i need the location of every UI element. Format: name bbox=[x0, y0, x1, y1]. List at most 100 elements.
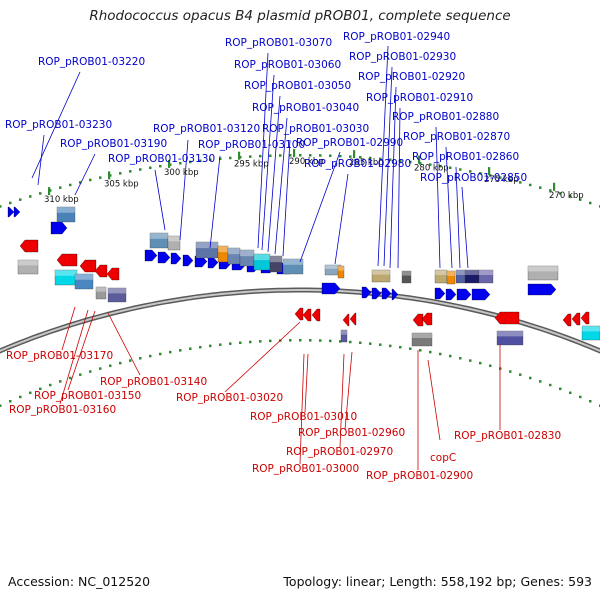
inner-scale-dots bbox=[9, 399, 12, 403]
inner-scale-dots bbox=[289, 339, 292, 342]
forward-label-leader bbox=[383, 66, 393, 267]
inner-scale-dots bbox=[569, 391, 572, 395]
forward-gene-label: ROP_pROB01-03120 bbox=[153, 123, 260, 135]
gene-feature-box-shine bbox=[108, 288, 126, 294]
inner-scale-dots bbox=[0, 404, 2, 407]
forward-gene-label: ROP_pROB01-03230 bbox=[5, 119, 112, 131]
gene-feature-box bbox=[95, 286, 107, 300]
forward-label-leader bbox=[74, 153, 96, 196]
inner-scale-dots bbox=[419, 349, 422, 352]
outer-scale-dots bbox=[289, 154, 292, 157]
gene-feature-box bbox=[527, 265, 559, 281]
inner-scale-dots bbox=[349, 340, 352, 344]
outer-scale-dots bbox=[479, 172, 482, 175]
gene-feature-box-shine bbox=[57, 207, 75, 213]
forward-label-leader bbox=[299, 151, 341, 263]
scale-tick-label: 290 kbp bbox=[289, 157, 324, 167]
forward-label-leader bbox=[179, 139, 189, 241]
outer-scale-dots bbox=[489, 174, 492, 177]
inner-scale-dots bbox=[529, 376, 532, 380]
outer-scale-dots bbox=[309, 154, 312, 157]
outer-scale-dots bbox=[269, 154, 272, 157]
outer-scale-dots bbox=[339, 154, 342, 158]
gene-feature-box-shine bbox=[283, 259, 303, 265]
inner-scale-dots bbox=[179, 349, 182, 352]
reverse-gene-label: copC bbox=[430, 452, 456, 464]
inner-scale-dots bbox=[49, 383, 52, 387]
reverse-gene-arrow bbox=[421, 312, 433, 326]
forward-gene-label: ROP_pROB01-02880 bbox=[392, 111, 499, 123]
forward-label-leader bbox=[377, 45, 389, 267]
forward-gene-arrow bbox=[456, 288, 472, 301]
outer-scale-dots bbox=[319, 154, 322, 157]
gene-feature-box-shine bbox=[254, 254, 270, 261]
inner-scale-dots bbox=[139, 357, 142, 360]
forward-label-leader bbox=[261, 74, 275, 251]
reverse-gene-arrow bbox=[106, 267, 120, 281]
topology-summary: Topology: linear; Length: 558,192 bp; Ge… bbox=[283, 574, 592, 589]
outer-scale-dots bbox=[359, 155, 362, 159]
outer-scale-dots bbox=[299, 154, 302, 157]
forward-gene-label: ROP_pROB01-03030 bbox=[262, 123, 369, 135]
outer-scale-dots bbox=[209, 158, 212, 161]
reverse-label-leader bbox=[224, 321, 301, 393]
outer-scale-dots bbox=[569, 195, 572, 198]
forward-label-leader bbox=[455, 166, 461, 269]
inner-scale-dots bbox=[119, 361, 122, 365]
outer-scale-dots bbox=[409, 160, 412, 164]
outer-scale-dots bbox=[449, 166, 452, 170]
reverse-gene-arrow bbox=[562, 313, 572, 327]
forward-gene-label: ROP_pROB01-02920 bbox=[358, 71, 465, 83]
outer-scale-dots bbox=[539, 186, 542, 189]
reverse-label-leader bbox=[67, 310, 96, 391]
forward-gene-arrow bbox=[371, 287, 382, 300]
reverse-gene-label: ROP_pROB01-03000 bbox=[252, 463, 359, 475]
forward-label-leader bbox=[37, 134, 45, 186]
inner-scale-dots bbox=[59, 380, 62, 383]
forward-gene-label: ROP_pROB01-03060 bbox=[234, 59, 341, 71]
inner-scale-dots bbox=[129, 359, 132, 362]
reverse-gene-label: ROP_pROB01-03140 bbox=[100, 376, 207, 388]
outer-scale-dots bbox=[0, 205, 2, 208]
forward-gene-label: ROP_pROB01-02940 bbox=[343, 31, 450, 43]
inner-scale-dots bbox=[209, 344, 212, 348]
inner-scale-dots bbox=[329, 339, 332, 343]
inner-scale-dots bbox=[309, 339, 312, 342]
outer-scale-dots bbox=[509, 178, 512, 182]
inner-scale-dots bbox=[149, 354, 152, 358]
forward-label-leader bbox=[31, 71, 81, 179]
inner-scale-dots bbox=[579, 395, 582, 399]
outer-scale-dots bbox=[149, 166, 152, 170]
reverse-label-leader bbox=[299, 353, 305, 465]
gene-feature-box bbox=[17, 259, 39, 275]
outer-scale-dots bbox=[399, 159, 402, 163]
forward-gene-arrow bbox=[7, 206, 15, 218]
outer-scale-dots bbox=[129, 170, 132, 173]
inner-scale-dots bbox=[269, 339, 272, 343]
reverse-gene-arrow bbox=[494, 311, 520, 325]
inner-scale-dots bbox=[19, 395, 22, 399]
forward-label-leader bbox=[389, 86, 397, 269]
reverse-gene-label: ROP_pROB01-03020 bbox=[176, 392, 283, 404]
outer-scale-dots bbox=[579, 198, 582, 201]
reverse-gene-label: ROP_pROB01-02970 bbox=[286, 446, 393, 458]
forward-gene-arrow bbox=[144, 249, 158, 262]
inner-scale-dots bbox=[189, 347, 192, 350]
gene-feature-box bbox=[56, 206, 76, 223]
gene-feature-box-shine bbox=[218, 246, 228, 253]
gene-feature-box-shine bbox=[240, 250, 254, 257]
outer-scale-dots bbox=[219, 157, 222, 161]
outer-scale-dots bbox=[99, 176, 102, 179]
outer-scale-dots bbox=[69, 183, 72, 187]
outer-scale-dots bbox=[89, 178, 92, 182]
forward-gene-arrow bbox=[527, 283, 557, 296]
scale-tick-label: 280 kbp bbox=[414, 164, 449, 174]
label-leader-lines bbox=[31, 45, 501, 470]
outer-scale-dots bbox=[419, 161, 422, 165]
forward-label-leader bbox=[209, 155, 221, 249]
inner-scale-dots bbox=[409, 347, 412, 350]
outer-scale-dots bbox=[179, 161, 182, 165]
inner-scale-dots bbox=[539, 380, 542, 383]
reverse-label-leader bbox=[427, 359, 441, 441]
